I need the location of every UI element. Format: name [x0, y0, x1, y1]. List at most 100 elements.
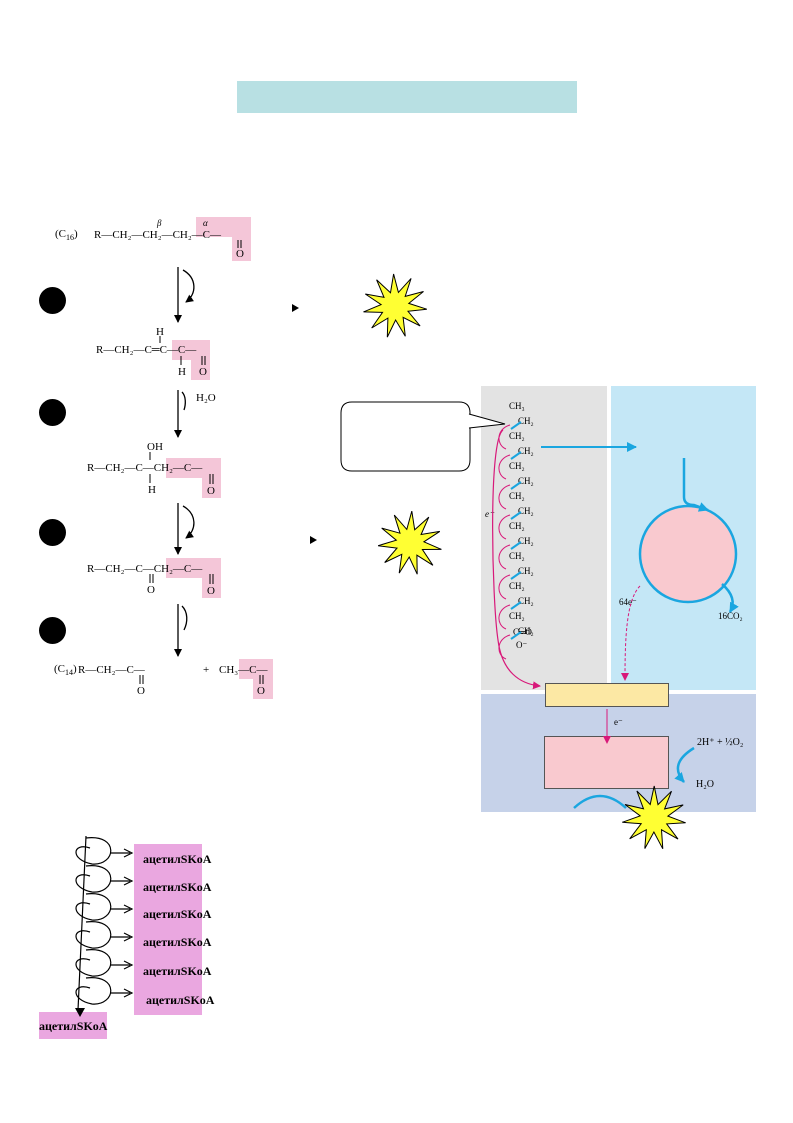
chain-ch2-label: CH₂: [509, 521, 525, 531]
spiral-output-arrowhead: [123, 960, 134, 970]
spiral-output-arrowhead: [123, 876, 134, 886]
chain-ch2-label: CH₂: [518, 566, 534, 576]
chain-ch2-label: CH₂: [518, 596, 534, 606]
co2-release-arrow: [721, 583, 739, 613]
chain-ch2-label: CH₂: [509, 461, 525, 471]
step2-hydrogen-top: H: [156, 326, 164, 338]
carboxyl-bottom: O⁻: [516, 640, 528, 650]
electron-carrier-box: [545, 683, 669, 707]
chain-ch2-label: CH₂: [518, 536, 534, 546]
acetyl-carbonyl-highlight: [253, 675, 273, 699]
electron-arc: [498, 634, 511, 660]
spiral-output-arrowhead: [123, 848, 134, 858]
chain-ch2-label: CH₂: [518, 416, 534, 426]
acetyl-highlight: [239, 659, 273, 679]
electron-label-etc: e⁻: [614, 717, 623, 727]
acetyl-label-1: ацетилSKoA: [143, 852, 212, 866]
alpha-highlight: [196, 217, 234, 237]
step3-chain: R—CH₂—C—CH₂—C—: [87, 462, 203, 474]
spiral-output-arrowhead: [123, 904, 134, 914]
spiral-output-arrows: [110, 848, 134, 998]
electron-arc: [498, 604, 511, 630]
chain-ch2-label: CH₂: [518, 476, 534, 486]
chain-length-label: (C16): [55, 228, 78, 243]
electron-arc: [498, 574, 511, 600]
respiratory-complex-box: [544, 736, 669, 789]
starburst-3: [622, 785, 686, 850]
step2-oxygen: O: [199, 366, 207, 378]
step2-chain: R—CH₂—C═C—C—: [96, 344, 197, 356]
electron-arc: [498, 514, 511, 540]
product-oxygen-1: O: [137, 685, 145, 697]
start-oxygen: O: [236, 248, 244, 260]
chain-ch2-label: CH₂: [518, 626, 534, 636]
cleavage-mark: [510, 511, 522, 520]
chain-methyl-label: CH₃: [509, 401, 525, 411]
step-2-dot: [39, 399, 66, 426]
acetyl-label-3: ацетилSKoA: [143, 907, 212, 921]
product-oxygen-2: O: [257, 685, 265, 697]
cleavage-mark: [510, 421, 522, 430]
product-chain-length: (C14): [54, 663, 77, 678]
callout-bubble: [340, 401, 471, 472]
step4-oxygen-1: O: [147, 584, 155, 596]
electron-label-left: e⁻: [485, 509, 494, 519]
step3-highlight: [166, 458, 204, 478]
step3-hydrogen: H: [148, 484, 156, 496]
proton-oxygen-label: 2H⁺ + ½O₂: [697, 737, 744, 748]
acetyl-label-column: [134, 844, 202, 1015]
step1-side-arrow: [182, 269, 195, 303]
chain-ch2-label: CH₂: [509, 581, 525, 591]
acetyl-label-5: ацетилSKoA: [143, 964, 212, 978]
electron-path-left: [492, 429, 541, 690]
acetyl-fragment: CH₃—C—: [219, 664, 268, 676]
starburst-1: [363, 273, 427, 338]
acetyl-label-2: ацетилSKoA: [143, 880, 212, 894]
beta-label: β: [157, 218, 162, 228]
electron-arc: [498, 484, 511, 510]
cleavage-mark: [510, 601, 522, 610]
step2-hydrogen-bottom: H: [178, 366, 186, 378]
electron-arc: [498, 544, 511, 570]
chain-ch2-label: CH₂: [509, 431, 525, 441]
product-chain: R—CH₂—C—: [78, 664, 145, 676]
alpha-label: α: [203, 218, 208, 228]
chain-ch2-label: CH₂: [509, 491, 525, 501]
cleavage-mark: [510, 481, 522, 490]
oxygen-reduction-arrow: [674, 746, 695, 783]
step3-carbonyl-highlight: [202, 458, 221, 498]
energy-starbursts: [363, 273, 686, 850]
acetyl-final-label: ацетилSKoA: [39, 1019, 108, 1033]
chain-ch2-label: CH₂: [509, 611, 525, 621]
step3-oxygen: O: [207, 485, 215, 497]
cleavage-mark: [510, 541, 522, 550]
chain-ch2-label: CH₂: [518, 446, 534, 456]
electron-arc: [498, 424, 511, 450]
citric-acid-cycle-circle: [638, 504, 738, 604]
carbonyl-highlight: [232, 217, 251, 261]
step3-hydroxyl: OH: [147, 441, 163, 453]
step4-oxygen-2: O: [207, 585, 215, 597]
cleavage-mark: [510, 571, 522, 580]
step2-highlight: [172, 340, 210, 360]
cleavage-mark: [510, 631, 522, 640]
callout-pointer: [468, 413, 506, 429]
step-4-dot: [39, 617, 66, 644]
cleavage-mark: [510, 451, 522, 460]
spiral-output-arrowhead: [123, 988, 134, 998]
spiral-axis: [77, 835, 87, 1011]
chain-ch2-label: CH₂: [518, 506, 534, 516]
cycle-entry-arrow: [682, 458, 709, 512]
atp-synthase-arc: [573, 794, 627, 809]
acetyl-label-4: ацетилSKoA: [143, 935, 212, 949]
carboxyl-top: C═O: [513, 627, 532, 637]
co2-label: 16CO₂: [718, 611, 743, 621]
step3-output-arrowhead: [310, 536, 317, 544]
water-label: H₂O: [196, 392, 216, 404]
plus-sign: +: [203, 664, 210, 676]
step4-chain: R—CH₂—C—CH₂—C—: [87, 563, 203, 575]
spiral-end-arrowhead: [75, 1008, 85, 1017]
title-bar: [237, 81, 577, 113]
step4-carbonyl-highlight: [202, 558, 221, 598]
